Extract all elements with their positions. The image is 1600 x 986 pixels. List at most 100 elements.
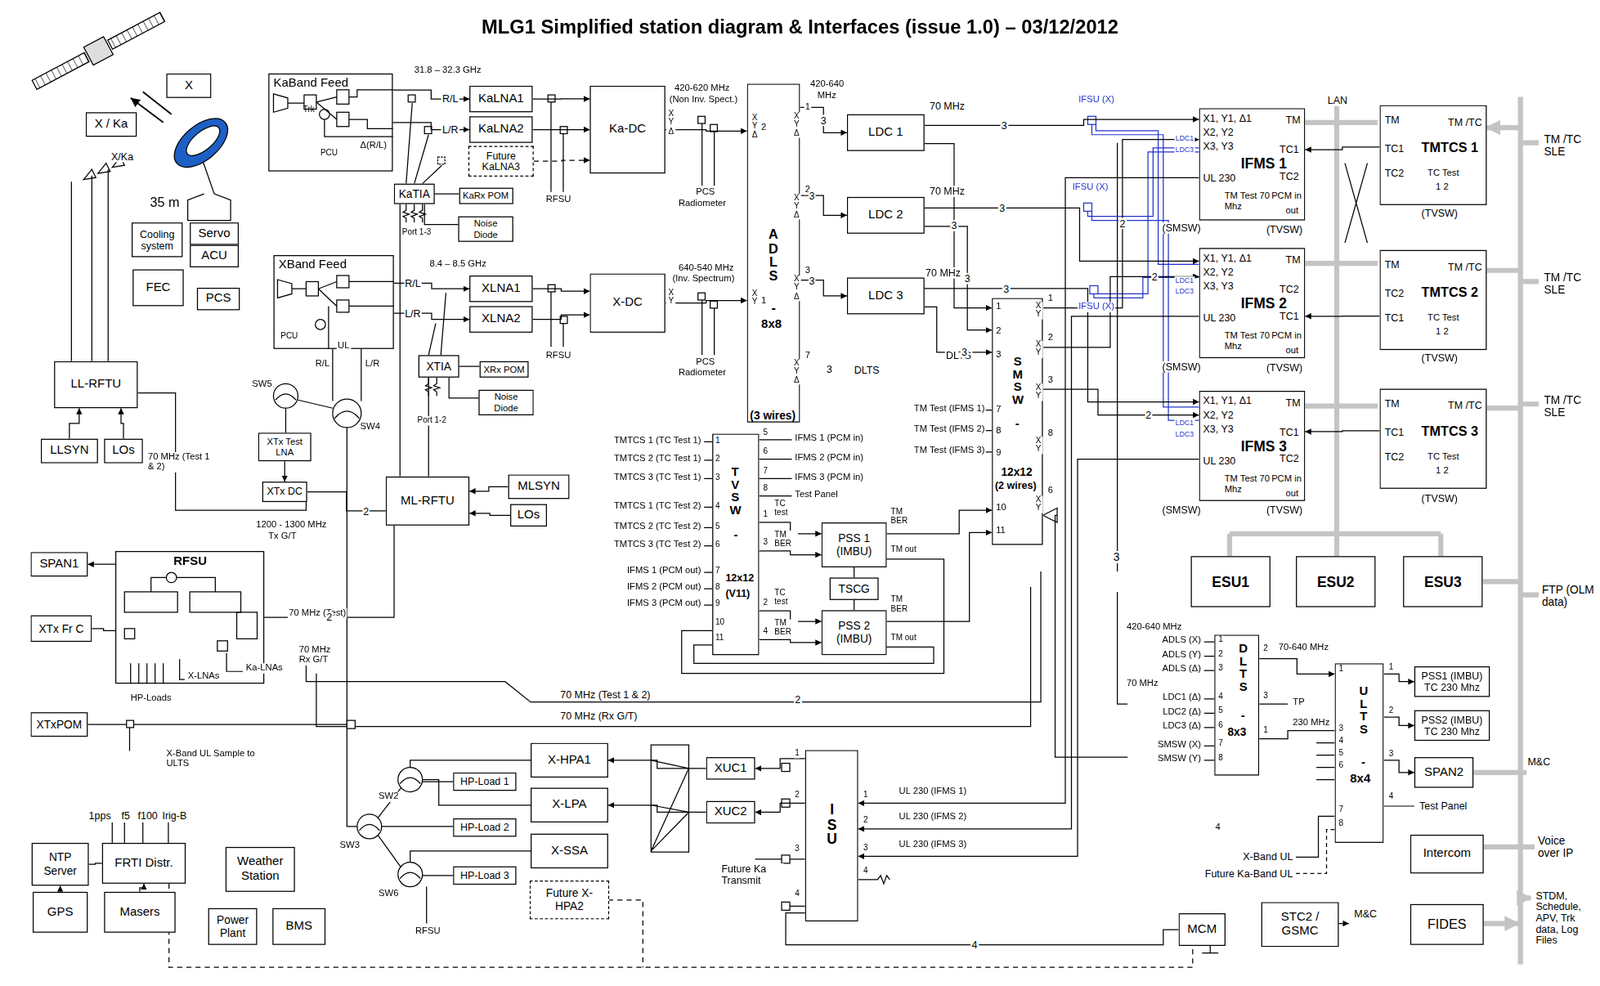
box-text: ISU xyxy=(825,802,839,848)
signal-label: 420-640 xyxy=(809,79,846,90)
signal-label: SW5 xyxy=(250,379,274,390)
signal-label: IFMS 1 (PCM out) xyxy=(626,566,703,577)
signal-label: LDC3 xyxy=(1174,287,1196,296)
box-text: SPAN1 xyxy=(39,557,79,572)
box-text: X1, Y1, Δ1 xyxy=(1203,112,1252,124)
box-text: KaTIA xyxy=(398,187,431,201)
signal-label: 1 xyxy=(1047,293,1055,304)
signal-label: 4 xyxy=(1337,736,1345,746)
signal-label: TM /TC SLE xyxy=(1542,394,1586,419)
equipment-box: XLNA2 xyxy=(469,305,533,332)
wire-line xyxy=(1337,923,1350,924)
box-text: - xyxy=(1241,708,1246,723)
signal-connector xyxy=(533,160,591,162)
signal-connector xyxy=(533,314,591,319)
signal-label: 2 xyxy=(1047,332,1055,343)
signal-label: IFMS 2 (PCM out) xyxy=(626,582,703,593)
signal-label: 3 xyxy=(1047,375,1055,386)
signal-label: FTP (OLM data) xyxy=(1541,583,1600,609)
signal-label: TMTCS 2 (TC Test 2) xyxy=(613,521,703,532)
connector-label: 3 xyxy=(819,114,827,126)
symbol-box xyxy=(217,640,228,651)
box-text: - xyxy=(1361,756,1366,771)
symbol-box xyxy=(305,281,319,296)
signal-connector xyxy=(264,525,395,618)
symbol-box xyxy=(698,292,706,301)
signal-label: (TVSW) xyxy=(1420,206,1459,219)
wire-line xyxy=(1087,124,1199,421)
equipment-box: NTP Server xyxy=(31,842,90,886)
equipment-box: ESU3 xyxy=(1402,555,1483,607)
signal-connector xyxy=(91,628,116,631)
signal-label: 8 xyxy=(761,484,769,494)
signal-connector xyxy=(533,129,591,130)
box-text: UL 230 xyxy=(1203,455,1237,467)
signal-label: 3 xyxy=(1217,664,1224,674)
signal-label: X Y xyxy=(666,288,676,306)
box-text: TSCG xyxy=(838,582,870,596)
equipment-box: Masers xyxy=(103,891,175,933)
signal-label: 640-540 MHz xyxy=(677,263,736,274)
box-text: TC2 xyxy=(1384,167,1405,180)
symbol-box xyxy=(437,156,445,165)
wire-line xyxy=(315,319,326,330)
signal-label: 2 xyxy=(994,326,1003,337)
wire-line xyxy=(398,767,423,793)
signal-label: 5 xyxy=(761,428,769,438)
signal-label: HP-Loads xyxy=(129,694,173,704)
box-text: Future X-HPA2 xyxy=(533,887,606,914)
signal-label: SMSW (X) xyxy=(1156,739,1203,750)
signal-label: X Y Δ xyxy=(792,112,802,138)
signal-label: 1 xyxy=(760,295,768,306)
signal-label: 11 xyxy=(994,525,1007,536)
signal-label: 9 xyxy=(994,448,1003,458)
signal-label: Radiometer xyxy=(677,198,728,209)
wire-line xyxy=(1344,163,1367,243)
signal-label: 70 MHz xyxy=(1125,678,1160,689)
box-text: RFSU xyxy=(173,555,207,570)
equipment-box: ESU1 xyxy=(1191,555,1271,607)
symbol-box xyxy=(698,116,706,124)
symbol-box xyxy=(710,124,718,132)
equipment-box: Cooling system xyxy=(131,222,183,257)
box-text: X xyxy=(184,78,193,93)
signal-label: 6 xyxy=(714,540,722,550)
wire-line xyxy=(399,777,421,784)
signal-label: 1 xyxy=(1387,663,1394,673)
signal-connector xyxy=(533,98,591,99)
signal-label: Radiometer xyxy=(677,368,728,379)
signal-connector xyxy=(924,306,992,352)
wire-line xyxy=(165,109,238,177)
signal-label: X Y xyxy=(1033,340,1043,359)
signal-connector xyxy=(1304,430,1380,432)
wire-line xyxy=(406,102,715,356)
equipment-box: Future KaLNA3 xyxy=(468,145,534,176)
box-text: XTx Fr C xyxy=(38,622,84,636)
signal-label: IFSU (X) xyxy=(1077,94,1116,105)
equipment-box: LL-RFTU xyxy=(53,361,138,408)
signal-connector xyxy=(924,143,992,309)
connector-label: R/L xyxy=(403,277,422,290)
equipment-box: MLSYN xyxy=(508,474,570,499)
signal-connector xyxy=(853,600,855,610)
signal-label: 70 MHz Rx G/T xyxy=(297,645,341,666)
box-text: ADLS xyxy=(767,227,780,283)
box-text: TC 230 Mhz xyxy=(1424,681,1480,694)
signal-label: L/R xyxy=(364,358,381,369)
equipment-box: KaTIA xyxy=(394,183,435,205)
box-text: TC1 xyxy=(1384,426,1405,439)
signal-label: 6 xyxy=(761,448,769,458)
box-text: ESU2 xyxy=(1317,573,1355,590)
signal-label: 3 xyxy=(994,349,1003,360)
signal-label: SMSW (Y) xyxy=(1156,753,1203,764)
signal-label: LDC1 xyxy=(1174,276,1196,285)
wire-line xyxy=(1473,127,1519,924)
box-text: X-HPA1 xyxy=(547,752,592,767)
connector-label: L/R xyxy=(403,307,422,319)
symbol-box xyxy=(1089,285,1099,294)
signal-label: LDC1 xyxy=(1174,419,1196,428)
box-text: Future KaLNA3 xyxy=(472,149,530,174)
signal-label: IFMS 2 (PCM in) xyxy=(793,452,865,463)
box-text: KaLNA2 xyxy=(478,122,525,137)
box-text: PSS2 (IMBU) xyxy=(1421,713,1484,726)
